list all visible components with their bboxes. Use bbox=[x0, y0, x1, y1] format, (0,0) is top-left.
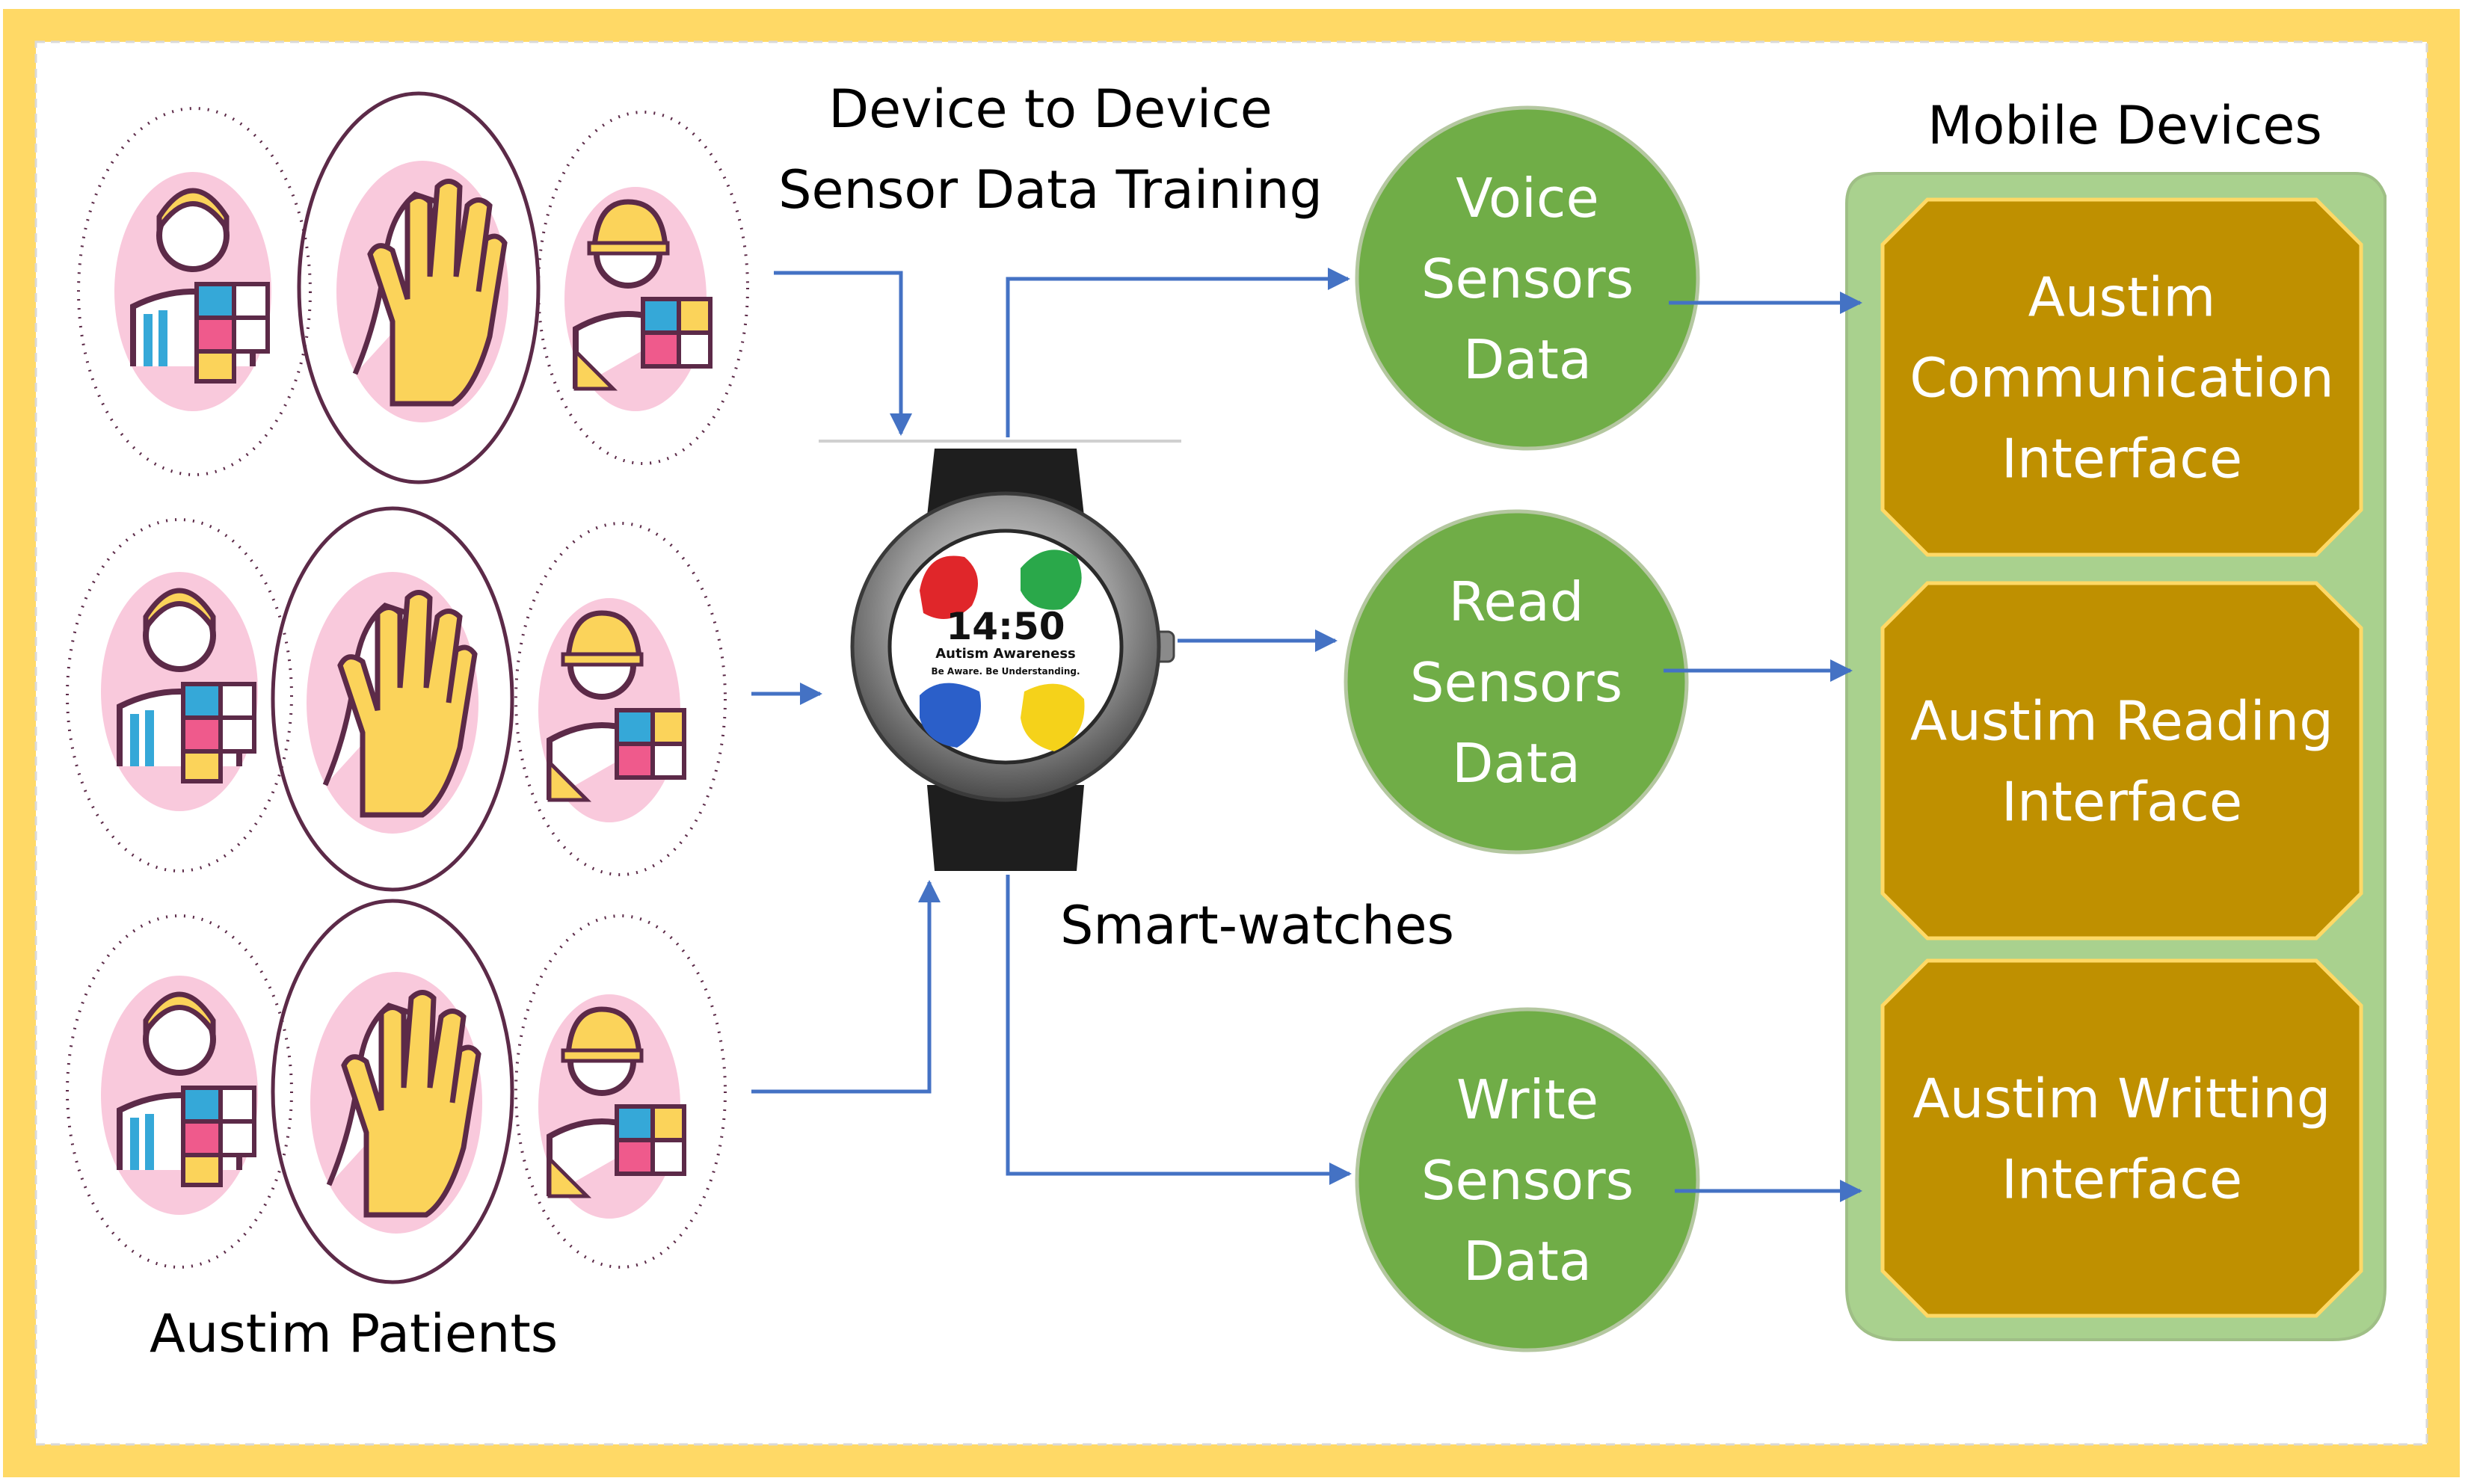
inner-frame-border bbox=[34, 40, 2428, 1446]
sensor-node-voice-line: Voice bbox=[1456, 167, 1599, 230]
arrow-watch-to-voice bbox=[1006, 268, 1350, 437]
patient-row-top bbox=[77, 91, 749, 484]
training-label-line-1: Device to Device bbox=[828, 78, 1272, 140]
interface-box-communication bbox=[1880, 197, 2363, 557]
ring-decoration bbox=[66, 914, 293, 1269]
ring-decoration bbox=[514, 522, 727, 876]
person-icon bbox=[114, 172, 271, 411]
sensor-node-write bbox=[1355, 1007, 1700, 1352]
interface-box-reading-line: Austim Reading bbox=[1910, 690, 2333, 753]
watch-time: 14:50 bbox=[946, 605, 1065, 648]
patient-row-bottom bbox=[66, 899, 727, 1284]
sensor-node-write-line: Write bbox=[1456, 1068, 1598, 1131]
ring-decoration bbox=[77, 107, 312, 476]
watch-line-2: Be Aware. Be Understanding. bbox=[931, 666, 1080, 677]
sensor-node-write-line: Data bbox=[1463, 1230, 1592, 1293]
arrow-watch-to-write bbox=[1006, 875, 1352, 1185]
interface-box-reading-line: Interface bbox=[2001, 771, 2242, 834]
ring-decoration bbox=[537, 111, 749, 465]
sensor-node-voice-line: Data bbox=[1463, 328, 1592, 391]
ring-decoration bbox=[271, 506, 514, 892]
interface-box-reading bbox=[1880, 581, 2363, 940]
watch-line-1: Autism Awareness bbox=[935, 646, 1076, 662]
sensor-node-voice-line: Sensors bbox=[1421, 247, 1634, 310]
patients-label: Austim Patients bbox=[150, 1303, 558, 1364]
handprint-blue bbox=[920, 683, 981, 748]
ring-decoration bbox=[66, 518, 293, 872]
arrow-patients-top-to-watch bbox=[774, 271, 912, 436]
interface-box-writing bbox=[1880, 958, 2363, 1318]
smartwatch: 14:50 Autism Awareness Be Aware. Be Unde… bbox=[819, 440, 1181, 871]
smartwatches-label: Smart-watches bbox=[1060, 895, 1454, 956]
interface-box-writing-line: Interface bbox=[2001, 1148, 2242, 1211]
sensor-node-write-line: Sensors bbox=[1421, 1149, 1634, 1212]
watch-strap-bottom bbox=[927, 785, 1084, 871]
sensor-node-voice bbox=[1355, 105, 1700, 451]
sensor-node-read-line: Sensors bbox=[1410, 651, 1622, 714]
interface-box-communication-line: Communication bbox=[1909, 347, 2334, 410]
arrow-patients-bottom-to-watch bbox=[751, 880, 941, 1094]
sensor-node-read-line: Data bbox=[1452, 732, 1581, 795]
connector-arrows bbox=[751, 268, 1862, 1202]
person-icon bbox=[101, 976, 258, 1215]
interface-box-writing-line: Austim Writting bbox=[1912, 1068, 2330, 1130]
sensor-node-read-line: Read bbox=[1449, 570, 1584, 633]
ring-decoration bbox=[297, 91, 541, 484]
sensor-nodes: VoiceSensorsDataReadSensorsDataWriteSens… bbox=[1344, 105, 1700, 1352]
interface-box-communication-line: Austim bbox=[2028, 266, 2216, 329]
ring-decoration bbox=[271, 899, 514, 1284]
patient-row-middle bbox=[66, 506, 727, 892]
hands-icon bbox=[336, 161, 508, 422]
patient-icons bbox=[66, 91, 749, 1284]
training-label-line-2: Sensor Data Training bbox=[778, 159, 1323, 221]
interface-box-communication-line: Interface bbox=[2001, 428, 2242, 490]
ring-decoration bbox=[514, 914, 727, 1269]
hands-icon bbox=[310, 972, 482, 1234]
hands-icon bbox=[307, 572, 478, 834]
handprint-red bbox=[920, 555, 978, 619]
person-icon bbox=[101, 572, 258, 811]
sensor-node-read bbox=[1344, 509, 1689, 855]
handprint-yellow bbox=[1021, 683, 1085, 751]
mobile-devices-label: Mobile Devices bbox=[1927, 95, 2322, 156]
handprint-green bbox=[1021, 549, 1082, 610]
